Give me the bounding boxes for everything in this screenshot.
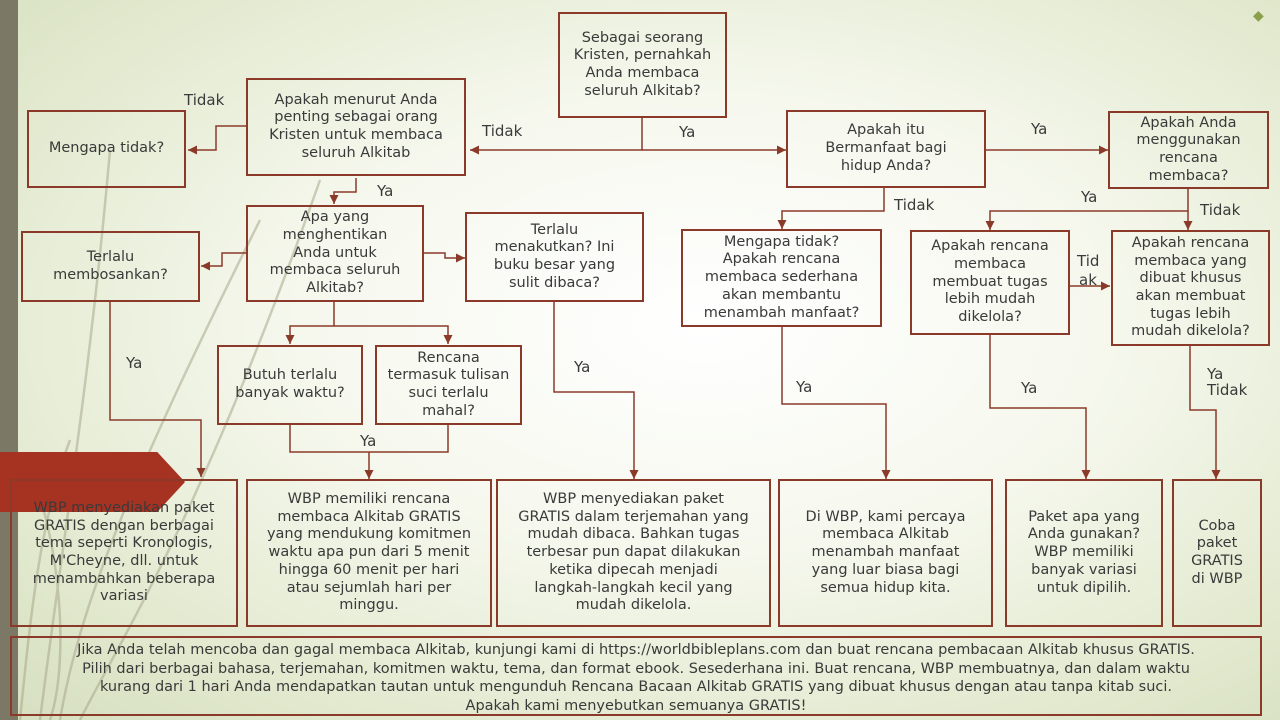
footer-line: Apakah kami menyebutkan semuanya GRATIS! xyxy=(465,697,807,714)
footer-line: kurang dari 1 hari Anda mendapatkan taut… xyxy=(99,679,1173,696)
node-what-stops-question: Apa yang menghentikan Anda untuk membaca… xyxy=(246,205,424,302)
answer-translation: WBP menyediakan paket GRATIS dalam terje… xyxy=(496,479,771,627)
edge-label-ya: Ya xyxy=(1081,188,1098,206)
edge-label-ya: Ya xyxy=(796,378,813,396)
node-too-long-question: Butuh terlalu banyak waktu? xyxy=(217,345,363,425)
edge-label-tidak: Tidak xyxy=(1207,381,1248,399)
edge-label-ya: Ya xyxy=(126,354,143,372)
answer-benefit: Di WBP, kami percaya membaca Alkitab men… xyxy=(778,479,993,627)
answer-themes: WBP menyediakan paket GRATIS dengan berb… xyxy=(10,479,238,627)
edge-label-tidak: Tidak xyxy=(184,91,225,109)
edge-label-ya: Ya xyxy=(1207,365,1224,383)
node-start-question: Sebagai seorang Kristen, pernahkah Anda … xyxy=(558,12,727,118)
footer-line: Pilih dari berbagai bahasa, terjemahan, … xyxy=(82,660,1190,677)
left-sidebar-bar xyxy=(0,0,18,720)
edge-label-ya: Ya xyxy=(574,358,591,376)
edge-label-ya: Ya xyxy=(360,432,377,450)
node-scary-question: Terlalu menakutkan? Ini buku besar yang … xyxy=(465,212,644,302)
node-beneficial-question: Apakah itu Bermanfaat bagi hidup Anda? xyxy=(786,110,986,188)
node-why-not-simple-plan: Mengapa tidak? Apakah rencana membaca se… xyxy=(681,229,882,327)
edge-label-tidak: Tidak xyxy=(482,122,523,140)
node-using-plan-question: Apakah Anda menggunakan rencana membaca? xyxy=(1108,111,1269,189)
node-plan-easier-question: Apakah rencana membaca membuat tugas leb… xyxy=(910,230,1070,335)
footer-line: Jika Anda telah mencoba dan gagal membac… xyxy=(77,642,1195,658)
edge-label-ya: Ya xyxy=(1031,120,1048,138)
edge-label-ak: ak xyxy=(1079,271,1097,289)
answer-try-free: Coba paket GRATIS di WBP xyxy=(1172,479,1262,627)
edge-label-tid: Tid xyxy=(1077,252,1100,270)
edge-label-ya: Ya xyxy=(679,123,696,141)
answer-which-plan: Paket apa yang Anda gunakan? WBP memilik… xyxy=(1005,479,1163,627)
diamond-arrow-icon: ◆ xyxy=(1253,8,1264,24)
footer-note: Jika Anda telah mencoba dan gagal membac… xyxy=(10,636,1262,716)
edge-label-tidak: Tidak xyxy=(894,196,935,214)
node-why-not: Mengapa tidak? xyxy=(27,110,186,188)
red-banner-shape xyxy=(0,452,185,512)
answer-time-commitment: WBP memiliki rencana membaca Alkitab GRA… xyxy=(246,479,492,627)
node-custom-plan-question: Apakah rencana membaca yang dibuat khusu… xyxy=(1111,230,1270,346)
node-important-question: Apakah menurut Anda penting sebagai oran… xyxy=(246,78,466,176)
edge-label-ya: Ya xyxy=(1021,379,1038,397)
edge-label-ya: Ya xyxy=(377,182,394,200)
node-boring-question: Terlalu membosankan? xyxy=(21,231,200,302)
edge-label-tidak: Tidak xyxy=(1200,201,1241,219)
node-expensive-question: Rencana termasuk tulisan suci terlalu ma… xyxy=(375,345,522,425)
